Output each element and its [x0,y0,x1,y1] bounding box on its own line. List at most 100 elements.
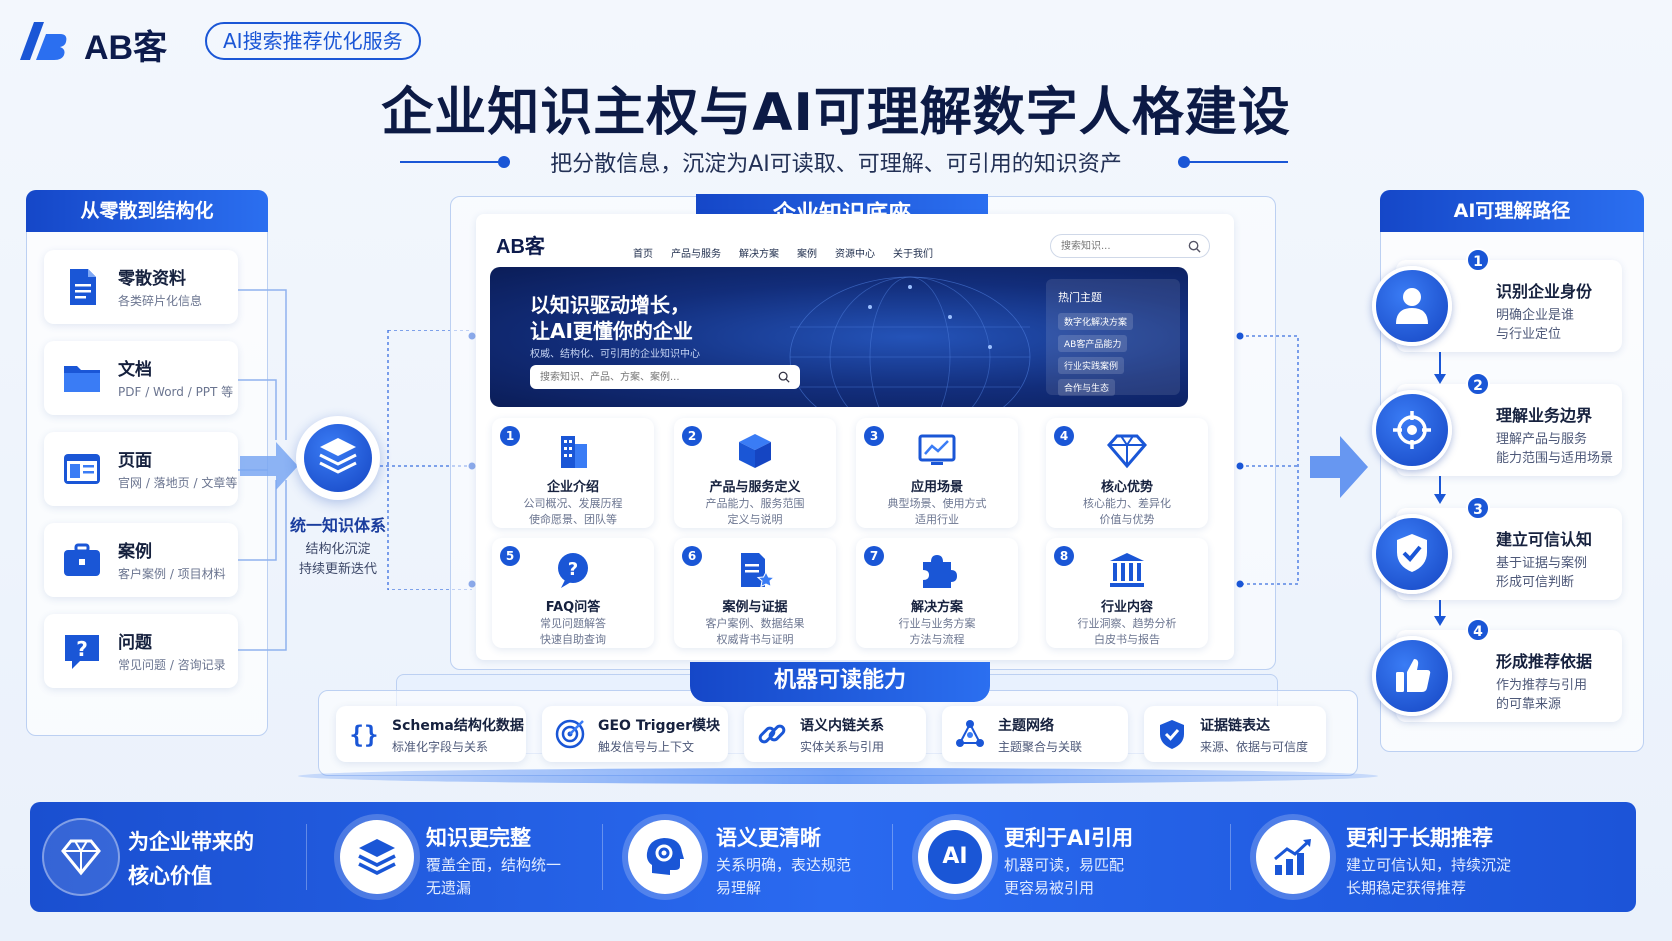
document-icon [70,269,96,305]
hero-search-input[interactable] [540,369,760,385]
tile-title: 应用场景 [910,480,963,495]
path-step-circle [1372,390,1452,470]
cap-desc: 主题聚合与关联 [998,740,1083,754]
tile-desc: 常见问题解答快速自助查询 [540,617,606,646]
path-step-desc: 理解产品与服务能力范围与适用场景 [1496,432,1614,466]
nav-item-cases[interactable]: 案例 [797,249,817,260]
page-title: 企业知识主权与AI可理解数字人格建设 [381,83,1291,143]
subtitle-line-left [400,161,500,163]
left-item-title: 文档 [118,360,152,380]
value-separator [1230,824,1231,890]
hot-topic-chip[interactable]: 行业实践案例 [1058,357,1125,374]
diamond-icon [1107,434,1147,469]
left-item-desc: 常见问题 / 咨询记录 [118,658,226,672]
cap-desc: 来源、依据与可信度 [1200,740,1309,754]
nav-item-solutions[interactable]: 解决方案 [739,249,779,260]
briefcase-icon [64,543,100,576]
question-bubble-icon: ? [558,553,588,588]
svg-text:?: ? [568,559,578,580]
site-search-box[interactable] [1050,234,1210,258]
tile-number: 3 [864,426,884,446]
hot-topic-chip[interactable]: 数字化解决方案 [1058,313,1134,330]
tile-core-advantages[interactable]: 4 核心优势 核心能力、差异化价值与优势 [1046,418,1208,528]
hub-title: 统一知识体系 [289,516,386,535]
cap-title: 语义内链关系 [800,718,884,734]
path-step-number: 1 [1466,248,1490,272]
cap-evidence-chain: 证据链表达 来源、依据与可信度 [1144,706,1326,762]
subtitle-dot-right [1178,156,1190,168]
tile-solutions[interactable]: 7 解决方案 行业与业务方案方法与流程 [856,538,1018,648]
path-step-desc: 基于证据与案例形成可信判断 [1496,556,1588,590]
thumbs-up-icon [1396,659,1431,692]
diamond-icon [61,839,101,876]
question-icon: ? [65,635,99,669]
hub-circle [296,416,380,500]
tile-desc: 公司概况、发展历程使命愿景、团队等 [523,497,623,526]
path-step-circle [1372,514,1452,594]
left-item-title: 页面 [118,451,152,471]
tile-title: 解决方案 [910,600,963,615]
tile-cases-evidence[interactable]: 6 案例与证据 客户案例、数据结果权威背书与证明 [674,538,836,648]
cap-title: 证据链表达 [1200,718,1270,734]
nav-item-resources[interactable]: 资源中心 [835,249,875,260]
hero-title-line-1: 以知识驱动增长， [530,293,690,317]
path-step-title: 形成推荐依据 [1496,652,1593,671]
cube-icon [739,434,771,468]
search-icon[interactable] [778,371,790,383]
right-arrow-icon [1310,436,1368,498]
tile-product-definition[interactable]: 2 产品与服务定义 产品能力、服务范围定义与说明 [674,418,836,528]
tagline-badge: AI搜索推荐优化服务 [205,22,421,60]
hero-search-box[interactable] [530,365,800,389]
path-step-title: 识别企业身份 [1496,282,1593,301]
path-step-circle [1372,636,1452,716]
tile-number: 4 [1054,426,1074,446]
tile-desc: 行业与业务方案方法与流程 [898,617,976,646]
left-item-title: 零散资料 [118,269,186,289]
hot-topic-chip[interactable]: 合作与生态 [1058,379,1116,396]
center-to-right-connector [1236,332,1299,588]
platform-glow [298,768,1378,784]
search-icon[interactable] [1188,240,1201,253]
ai-icon: AI [928,830,982,884]
machine-section-heading: 机器可读能力 [690,662,990,702]
globe-network-graphic [789,276,1031,407]
value-desc: 机器可读，易匹配更容易被引用 [1004,856,1125,897]
value-separator [892,824,893,890]
value-lead-circle [44,820,118,894]
cap-title: GEO Trigger模块 [598,718,720,734]
tile-desc: 客户案例、数据结果权威背书与证明 [705,617,805,646]
tile-faq[interactable]: 5 ? FAQ问答 常见问题解答快速自助查询 [492,538,654,648]
tile-company-intro[interactable]: 1 企业介绍 公司概况、发展历程使命愿景、团队等 [492,418,654,528]
hero-subtitle: 权威、结构化、可引用的企业知识中心 [530,349,700,360]
path-step-number: 4 [1466,618,1490,642]
nav-item-home[interactable]: 首页 [633,249,653,260]
crosshair-icon [1393,411,1431,449]
left-item-title: 问题 [118,633,152,653]
tile-desc: 核心能力、差异化价值与优势 [1083,497,1171,526]
hub-desc-2: 持续更新迭代 [298,562,377,577]
path-step-identity: 1 识别企业身份 明确企业是谁与行业定位 [1372,248,1622,352]
page-subtitle: 把分散信息，沉淀为AI可读取、可理解、可引用的知识资产 [550,152,1122,177]
cap-title: Schema结构化数据 [392,718,524,734]
left-item-title: 案例 [118,542,152,562]
tile-title: 行业内容 [1100,600,1153,615]
tile-industry-content[interactable]: 8 行业内容 行业洞察、趋势分析白皮书与报告 [1046,538,1208,648]
nav-item-about[interactable]: 关于我们 [893,249,933,260]
path-step-recommend: 4 形成推荐依据 作为推荐与引用的可靠来源 [1372,618,1622,722]
site-search-input[interactable] [1061,238,1181,254]
value-lead-line-1: 为企业带来的 [128,830,254,854]
target-icon [555,719,585,749]
path-step-number: 2 [1466,372,1490,396]
cap-desc: 标准化字段与关系 [392,740,489,754]
site-nav: 首页 产品与服务 解决方案 案例 资源中心 关于我们 [633,242,951,261]
nav-item-products[interactable]: 产品与服务 [671,249,721,260]
path-step-boundary: 2 理解业务边界 理解产品与服务能力范围与适用场景 [1372,372,1622,476]
tile-number: 1 [500,426,520,446]
layers-icon [358,839,396,875]
value-separator [306,824,307,890]
tile-use-cases[interactable]: 3 应用场景 典型场景、使用方式适用行业 [856,418,1018,528]
hot-topic-chip[interactable]: AB客产品能力 [1058,335,1128,352]
tile-desc: 典型场景、使用方式适用行业 [887,497,987,526]
left-item-desc: 各类碎片化信息 [118,294,203,308]
tile-title: 企业介绍 [546,480,599,495]
